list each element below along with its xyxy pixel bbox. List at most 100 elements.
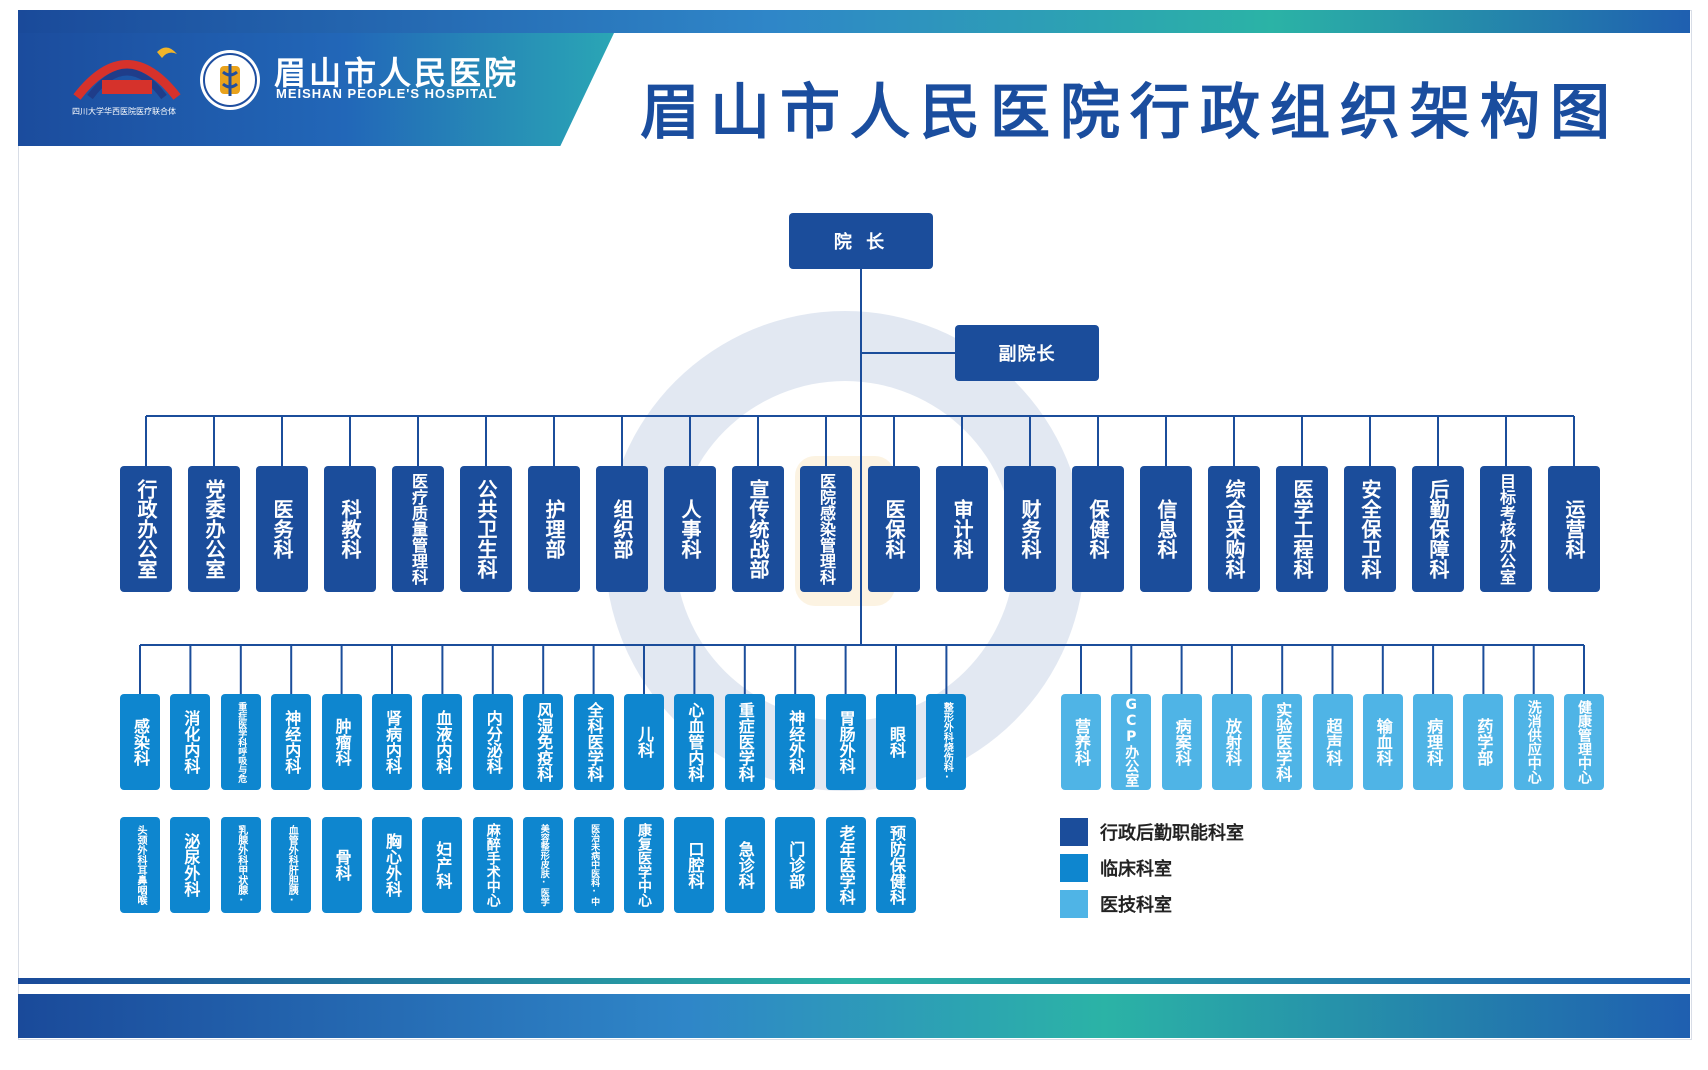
legend-technical: 医技科室 <box>1060 890 1172 918</box>
hospital-name-cn: 眉山市人民医院 <box>274 54 520 92</box>
admin-department-box: 党委办公室 <box>188 466 240 592</box>
hospital-seal-logo <box>198 48 262 112</box>
department-label: 公共卫生科 <box>474 479 498 579</box>
legend-label: 临床科室 <box>1100 859 1172 880</box>
clinical-department-box: 骨科 <box>321 817 362 913</box>
department-label: 护理部 <box>542 499 566 559</box>
department-label: 病案科 <box>1172 718 1192 766</box>
department-label: 康复医学中心 <box>636 823 652 907</box>
clinical-department-box: 乳腺外科甲状腺· <box>220 817 261 913</box>
department-label: 感染科 <box>131 718 150 766</box>
technical-department-box: 病理科 <box>1413 694 1454 790</box>
clinical-department-box: 肿瘤科 <box>321 694 362 790</box>
department-label: GCP办公室 <box>1123 697 1140 787</box>
department-label: 目标考核办公室 <box>1497 473 1516 585</box>
technical-department-box: 输血科 <box>1362 694 1403 790</box>
clinical-department-box: 内分泌科 <box>472 694 513 790</box>
clinical-department-box: 妇产科 <box>422 817 463 913</box>
technical-department-box: 洗消供应中心 <box>1513 694 1554 790</box>
clinical-department-box: 重症医学科呼吸与危 <box>220 694 261 790</box>
clinical-department-box: 康复医学中心 <box>624 817 664 913</box>
clinical-department-box: 肾病内科 <box>372 694 412 790</box>
department-label: 医院感染管理科 <box>817 473 836 585</box>
department-label: 血管外科肝胆胰· <box>286 824 298 906</box>
department-label: 胸心外科 <box>383 833 402 897</box>
clinical-department-box: 急诊科 <box>724 817 765 913</box>
clinical-department-box: 心血管内科 <box>674 694 715 790</box>
department-label: 急诊科 <box>735 841 755 889</box>
clinical-department-box: 麻醉手术中心 <box>472 817 513 913</box>
admin-department-box: 审计科 <box>936 466 988 592</box>
department-label: 健康管理中心 <box>1576 700 1592 784</box>
technical-department-box: 超声科 <box>1312 694 1353 790</box>
legend-admin: 行政后勤职能科室 <box>1060 818 1244 846</box>
clinical-department-box: 神经外科 <box>775 694 816 790</box>
department-label: 泌尿外科 <box>181 833 201 897</box>
technical-department-box: GCP办公室 <box>1111 694 1152 790</box>
technical-department-box: 放射科 <box>1211 694 1252 790</box>
department-label: 信息科 <box>1154 499 1178 559</box>
admin-department-box: 信息科 <box>1140 466 1192 592</box>
department-label: 整形外科烧伤科· <box>941 701 953 783</box>
legend-clinical: 临床科室 <box>1060 854 1172 882</box>
bottom-stripe <box>18 978 1690 984</box>
clinical-department-box: 眼科 <box>876 694 916 790</box>
clinical-department-box: 老年医学科 <box>825 817 866 913</box>
department-label: 宣传统战部 <box>746 479 770 579</box>
department-label: 营养科 <box>1072 718 1091 766</box>
president-box: 院 长 <box>789 213 933 269</box>
department-label: 安全保卫科 <box>1358 479 1382 579</box>
department-label: 重症医学科 <box>735 702 755 782</box>
department-label: 预防保健科 <box>887 825 906 905</box>
admin-department-box: 医疗质量管理科 <box>392 466 444 592</box>
department-label: 麻醉手术中心 <box>484 823 501 907</box>
admin-department-box: 医务科 <box>256 466 308 592</box>
clinical-department-box: 风湿免疫科 <box>523 694 564 790</box>
admin-department-box: 医院感染管理科 <box>800 466 852 592</box>
technical-department-box: 健康管理中心 <box>1564 694 1604 790</box>
clinical-department-box: 胃肠外科 <box>825 694 866 790</box>
clinical-department-box: 感染科 <box>120 694 160 790</box>
department-label: 超声科 <box>1323 718 1343 766</box>
department-label: 科教科 <box>338 499 362 559</box>
west-china-alliance-logo: 四川大学华西医院医疗联合体 <box>72 42 182 116</box>
department-label: 药学部 <box>1474 718 1494 766</box>
alliance-logo-text: 四川大学华西医院医疗联合体 <box>72 107 176 116</box>
department-label: 肾病内科 <box>383 710 402 774</box>
department-label: 全科医学科 <box>584 702 604 782</box>
department-label: 实验医学科 <box>1273 702 1293 782</box>
department-label: 运营科 <box>1562 499 1586 559</box>
department-label: 风湿免疫科 <box>534 702 554 782</box>
clinical-department-box: 胸心外科 <box>372 817 412 913</box>
department-label: 放射科 <box>1222 718 1242 766</box>
department-label: 美容整形皮肤·医学 <box>538 824 549 906</box>
legend-label: 行政后勤职能科室 <box>1100 823 1244 844</box>
department-label: 审计科 <box>950 499 974 559</box>
clinical-department-box: 整形外科烧伤科· <box>926 694 967 790</box>
department-label: 综合采购科 <box>1222 479 1246 579</box>
department-label: 老年医学科 <box>836 825 856 905</box>
legend-swatch-technical <box>1060 890 1088 918</box>
clinical-department-box: 血液内科 <box>422 694 463 790</box>
clinical-department-box: 门诊部 <box>775 817 816 913</box>
department-label: 妇产科 <box>433 841 453 889</box>
clinical-department-box: 全科医学科 <box>573 694 614 790</box>
clinical-department-box: 医治未病中医科·中 <box>573 817 614 913</box>
admin-department-box: 安全保卫科 <box>1344 466 1396 592</box>
admin-department-box: 公共卫生科 <box>460 466 512 592</box>
department-label: 门诊部 <box>786 841 806 889</box>
admin-department-box: 运营科 <box>1548 466 1600 592</box>
department-label: 党委办公室 <box>202 479 226 579</box>
top-color-bar <box>18 10 1690 33</box>
department-label: 医学工程科 <box>1290 479 1314 579</box>
department-label: 血液内科 <box>433 710 453 774</box>
department-label: 行政办公室 <box>134 479 158 579</box>
technical-department-box: 病案科 <box>1161 694 1202 790</box>
department-label: 保健科 <box>1086 499 1110 559</box>
admin-department-box: 组织部 <box>596 466 648 592</box>
technical-department-box: 实验医学科 <box>1262 694 1303 790</box>
department-label: 医务科 <box>270 499 294 559</box>
clinical-department-box: 消化内科 <box>170 694 211 790</box>
admin-department-box: 后勤保障科 <box>1412 466 1464 592</box>
department-label: 骨科 <box>332 849 352 881</box>
